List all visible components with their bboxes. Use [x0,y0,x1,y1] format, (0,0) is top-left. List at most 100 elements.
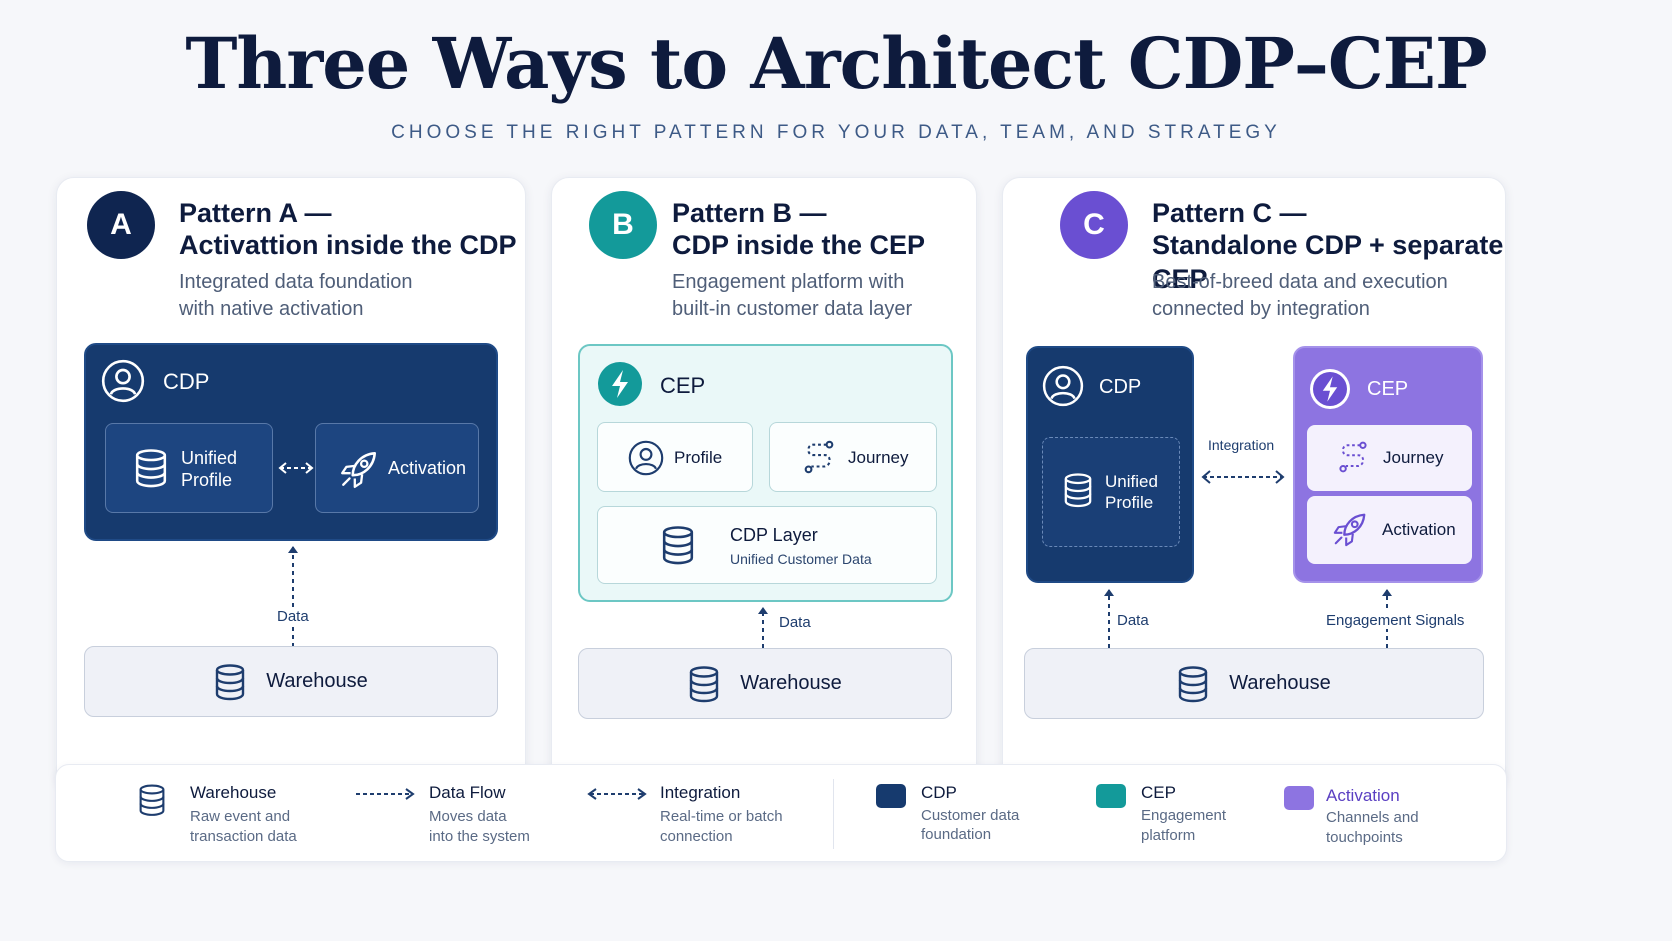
rocket-icon [338,448,380,490]
pattern-b-panel: B Pattern B — CDP inside the CEP Engagem… [551,177,977,791]
pattern-b-desc-line1: Engagement platform with [672,271,905,293]
activation-label: Activation [1382,520,1456,539]
legend-warehouse-desc-2: transaction data [190,828,297,845]
legend-cep-swatch [1096,784,1126,808]
journey-label: Journey [848,448,909,467]
cdp-label: CDP [163,369,210,394]
legend: Warehouse Raw event and transaction data… [55,764,1507,862]
pattern-b-title-line1: Pattern B — [672,198,827,228]
data-flow-label: Data [1117,612,1149,629]
legend-divider [833,779,834,849]
journey-box: Journey [1307,425,1472,491]
profile-label: Profile [1105,493,1154,512]
data-flow-arrow-icon [758,607,768,648]
warehouse-box: Warehouse [1024,648,1484,719]
pattern-a-desc-line2: with native activation [179,298,364,320]
legend-dataflow-desc-1: Moves data [429,808,507,825]
warehouse-box: Warehouse [84,646,498,717]
database-icon [661,525,695,565]
cep-label: CEP [1367,378,1409,400]
database-icon [1063,472,1093,508]
profile-label: Profile [181,470,233,490]
data-flow-arrow-icon [356,788,415,800]
legend-dataflow-title: Data Flow [429,783,506,802]
journey-box: Journey [769,422,937,492]
legend-activation-swatch [1284,786,1314,810]
legend-warehouse-desc-1: Raw event and [190,808,291,825]
unified-profile-box: Unified Profile [1042,437,1180,547]
legend-integration-title: Integration [660,783,741,802]
bolt-icon [598,362,642,406]
legend-dataflow-desc-2: into the system [429,828,530,845]
pattern-b-desc-line2: built-in customer data layer [672,298,913,320]
pattern-c-desc-line1: Best-of-breed data and execution [1152,271,1448,293]
rocket-icon [1331,510,1369,548]
unified-profile-box: Unified Profile [105,423,273,513]
bolt-icon [1310,369,1350,409]
cep-label: CEP [660,373,706,398]
warehouse-box: Warehouse [578,648,952,719]
user-icon [628,440,664,476]
database-icon [134,448,168,488]
integration-arrow-icon [587,788,647,800]
pattern-c-badge: C [1060,191,1128,259]
pattern-a-title-line2: Activattion inside the CDP [179,230,517,260]
user-icon [1042,365,1084,407]
user-icon [101,359,145,403]
engagement-signals-label: Engagement Signals [1324,612,1467,629]
pattern-c-panel: C Pattern C — Standalone CDP + separate … [1002,177,1506,791]
pattern-b-badge: B [589,191,657,259]
cdp-container: CDP Unified Profile [1026,346,1194,583]
pattern-c-title-line1: Pattern C — [1152,198,1307,228]
journey-icon [800,438,838,476]
integration-arrow-icon [278,462,314,474]
warehouse-label: Warehouse [1229,672,1331,694]
database-icon [688,665,720,703]
integration-arrow-icon [1201,470,1285,484]
legend-warehouse-title: Warehouse [190,783,277,802]
legend-integration-desc-2: connection [660,828,733,845]
unified-label: Unified [1105,472,1158,491]
warehouse-label: Warehouse [740,672,842,694]
signals-arrow-icon [1382,589,1392,648]
page-subtitle: CHOOSE THE RIGHT PATTERN FOR YOUR DATA, … [391,122,1281,143]
integration-label: Integration [1208,437,1275,453]
legend-activation-desc-1: Channels and [1326,809,1419,826]
warehouse-label: Warehouse [266,670,368,692]
legend-cep-desc-2: platform [1141,827,1196,844]
cdp-container: CDP Unified Profile Activation [84,343,498,541]
pattern-a-title-line1: Pattern A — [179,198,332,228]
legend-cdp-desc-2: foundation [921,826,992,843]
legend-integration-desc-1: Real-time or batch [660,808,783,825]
cep-container: CEP Profile Journey CDP Layer Unified Cu… [578,344,953,602]
pattern-c-desc-line2: connected by integration [1152,298,1370,320]
legend-cdp-desc-1: Customer data [921,807,1020,824]
pattern-c-title-line2: Standalone CDP + separate CEP [1152,230,1504,294]
activation-label: Activation [388,458,467,478]
profile-box: Profile [597,422,753,492]
page-title: Three Ways to Architect CDP–CEP [185,22,1487,105]
cep-container: CEP Journey Activation [1293,346,1483,583]
database-icon [214,663,246,701]
legend-cdp-title: CDP [921,783,957,802]
journey-label: Journey [1383,448,1444,467]
legend-activation-title: Activation [1326,786,1400,805]
database-icon [138,783,166,817]
legend-cdp-swatch [876,784,906,808]
database-icon [1177,665,1209,703]
pattern-a-badge: A [87,191,155,259]
data-flow-label: Data [779,614,811,631]
legend-cep-desc-1: Engagement [1141,807,1227,824]
unified-label: Unified [181,448,238,468]
cdp-layer-subtitle: Unified Customer Data [730,551,872,567]
legend-cep-title: CEP [1141,783,1176,802]
cdp-layer-title: CDP Layer [730,525,818,545]
data-flow-label: Data [275,608,311,625]
cdp-layer-box: CDP Layer Unified Customer Data [597,506,937,584]
pattern-a-panel: A Pattern A — Activattion inside the CDP… [56,177,526,791]
data-flow-arrow-icon [288,546,298,647]
activation-box: Activation [315,423,479,513]
pattern-a-desc-line1: Integrated data foundation [179,271,413,293]
activation-box: Activation [1307,496,1472,564]
cdp-label: CDP [1099,376,1142,398]
